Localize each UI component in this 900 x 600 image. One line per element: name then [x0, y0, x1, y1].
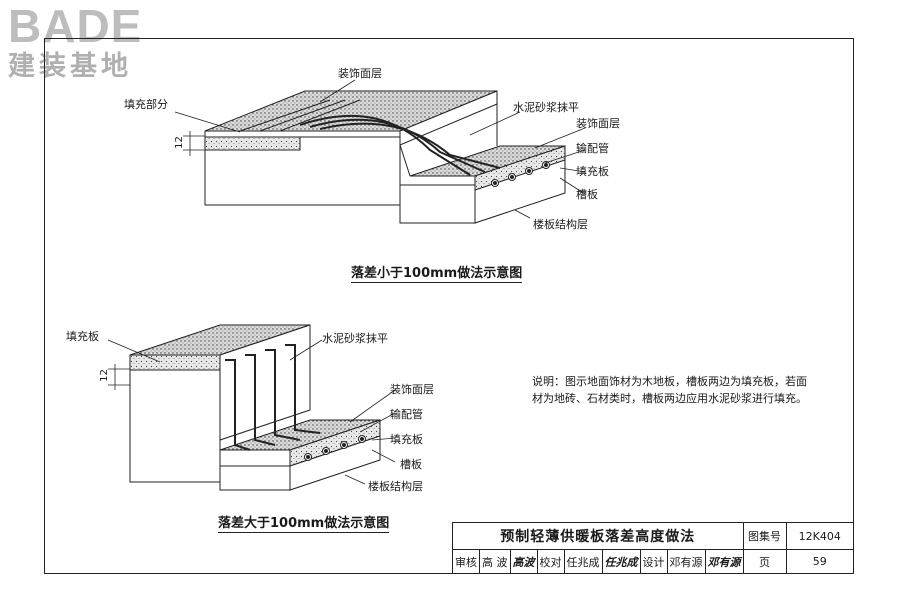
- top-lower-slab-front: [399, 184, 476, 224]
- dim-bottom-12: 12: [98, 369, 110, 382]
- label-top-groove: 槽板: [576, 188, 598, 201]
- bade-logo: BADE 建装基地: [8, 2, 178, 82]
- bottom-upper-slab-front: [129, 369, 221, 483]
- label-bottom-filler-top: 填充板: [66, 330, 99, 343]
- title-block-title: 预制轻薄供暖板落差高度做法: [452, 522, 744, 550]
- label-bottom-finish-low: 装饰面层: [390, 383, 434, 396]
- diagram-top-drawing: [174, 79, 586, 224]
- label-top-mortar: 水泥砂浆抹平: [513, 101, 579, 114]
- logo-subtitle: 建装基地: [8, 51, 132, 82]
- logo-wordmark: BADE: [8, 0, 143, 52]
- review-label: 审核: [452, 549, 480, 574]
- dim-top-12: 12: [173, 136, 185, 149]
- page-label: 页: [742, 549, 787, 574]
- caption-top: 落差小于100mm做法示意图: [351, 262, 523, 283]
- label-top-filler: 填充板: [576, 165, 609, 178]
- reviewer-signature: 高波: [509, 549, 538, 574]
- label-top-finish-low: 装饰面层: [576, 117, 620, 130]
- label-bottom-mortar: 水泥砂浆抹平: [322, 332, 388, 345]
- note-text: 说明：图示地面饰材为木地板，槽板两边为填充板，若面材为地砖、石材类时，槽板两边应…: [532, 375, 807, 405]
- designer-signature: 邓有源: [704, 549, 744, 574]
- atlas-number: 12K404: [785, 522, 855, 550]
- bottom-upper-fill-front: [129, 354, 221, 371]
- top-upper-fill-front: [204, 136, 301, 151]
- label-top-fill-part: 填充部分: [124, 98, 168, 111]
- label-top-finish: 装饰面层: [338, 67, 382, 80]
- diagram-bottom-drawing: [107, 324, 396, 491]
- top-upper-finish-edge: [204, 130, 401, 138]
- label-bottom-groove: 槽板: [400, 458, 422, 471]
- designer-name: 邓有源: [666, 549, 706, 574]
- title-block: 预制轻薄供暖板落差高度做法 图集号 12K404 审核 高 波 高波 校对 任兆…: [452, 522, 855, 574]
- checker-signature: 任兆成: [601, 549, 641, 574]
- atlas-label: 图集号: [742, 522, 787, 550]
- bottom-upper-slab-right: [219, 324, 311, 441]
- top-lower-groove-front: [474, 145, 566, 191]
- label-top-structure: 楼板结构层: [533, 218, 588, 231]
- page-number: 59: [785, 549, 855, 574]
- bottom-lower-slab-front: [219, 465, 291, 491]
- label-bottom-pipe: 输配管: [390, 408, 423, 421]
- caption-bottom: 落差大于100mm做法示意图: [218, 512, 390, 533]
- label-bottom-filler: 填充板: [390, 433, 423, 446]
- label-bottom-structure: 楼板结构层: [368, 480, 423, 493]
- checker-name: 任兆成: [563, 549, 603, 574]
- design-label: 设计: [639, 549, 668, 574]
- reviewer-name: 高 波: [479, 549, 511, 574]
- bottom-lower-slab-right: [289, 435, 381, 491]
- label-top-pipe: 输配管: [576, 142, 609, 155]
- drawing-frame: [44, 38, 854, 574]
- check-label: 校对: [536, 549, 565, 574]
